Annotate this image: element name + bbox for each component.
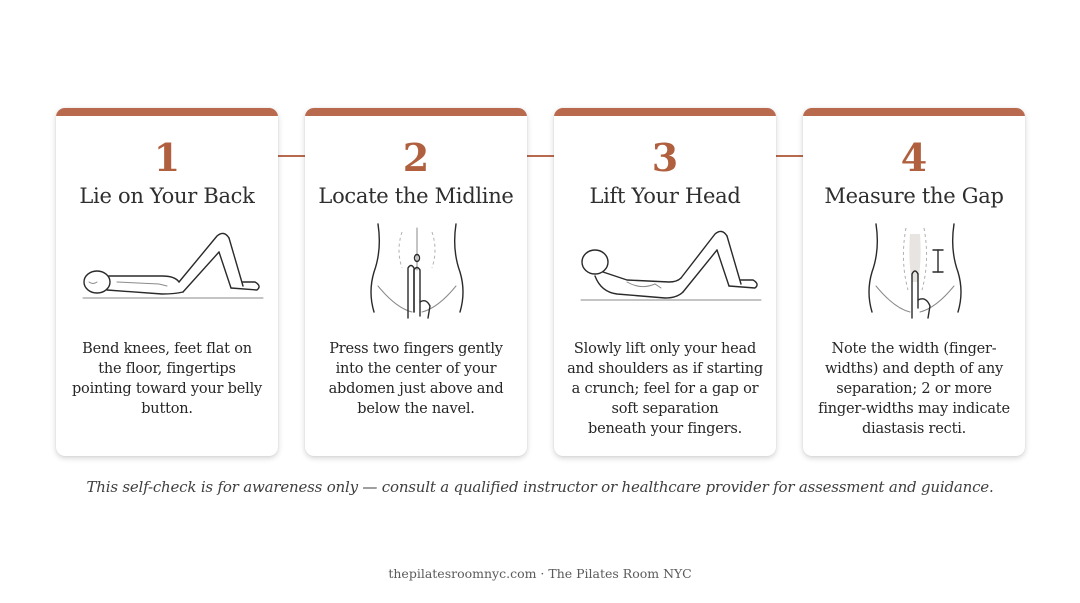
step-card-1: 1 Lie on Your Back Bend knees, feet flat…	[56, 108, 278, 456]
card-accent-bar	[554, 108, 776, 116]
two-fingers-midline-icon	[370, 223, 464, 319]
step-description: Bend knees, feet flat on the floor, fing…	[71, 341, 263, 417]
step-card-2: 2 Locate the Midline Press two fingers g…	[305, 108, 527, 456]
connector-line-2-3	[526, 155, 554, 157]
step-description: Note the width (finger- widths) and dept…	[818, 341, 1010, 437]
connector-line-3-4	[775, 155, 803, 157]
step-title: Locate the Midline	[318, 184, 514, 208]
step-card-4: 4 Measure the Gap Note the width (finger…	[803, 108, 1025, 456]
step-number: 1	[153, 135, 181, 180]
step-title: Measure the Gap	[824, 184, 1004, 208]
head-lift-crunch-icon	[580, 230, 762, 301]
step-number: 2	[402, 135, 430, 180]
footer-credit: thepilatesroomnyc.com · The Pilates Room…	[388, 566, 692, 581]
step-title: Lie on Your Back	[79, 184, 255, 208]
step-title: Lift Your Head	[589, 184, 741, 208]
card-accent-bar	[803, 108, 1025, 116]
lying-knees-bent-icon	[82, 232, 264, 299]
disclaimer-text: This self-check is for awareness only — …	[86, 478, 994, 496]
step-description: Slowly lift only your head and shoulders…	[567, 341, 763, 437]
card-accent-bar	[305, 108, 527, 116]
step-number: 4	[900, 135, 928, 180]
connector-line-1-2	[277, 155, 305, 157]
step-card-3: 3 Lift Your Head Slowly lift only your h…	[554, 108, 776, 456]
step-description: Press two fingers gently into the center…	[328, 341, 504, 417]
card-accent-bar	[56, 108, 278, 116]
step-number: 3	[651, 135, 679, 180]
measure-gap-icon	[868, 223, 962, 319]
